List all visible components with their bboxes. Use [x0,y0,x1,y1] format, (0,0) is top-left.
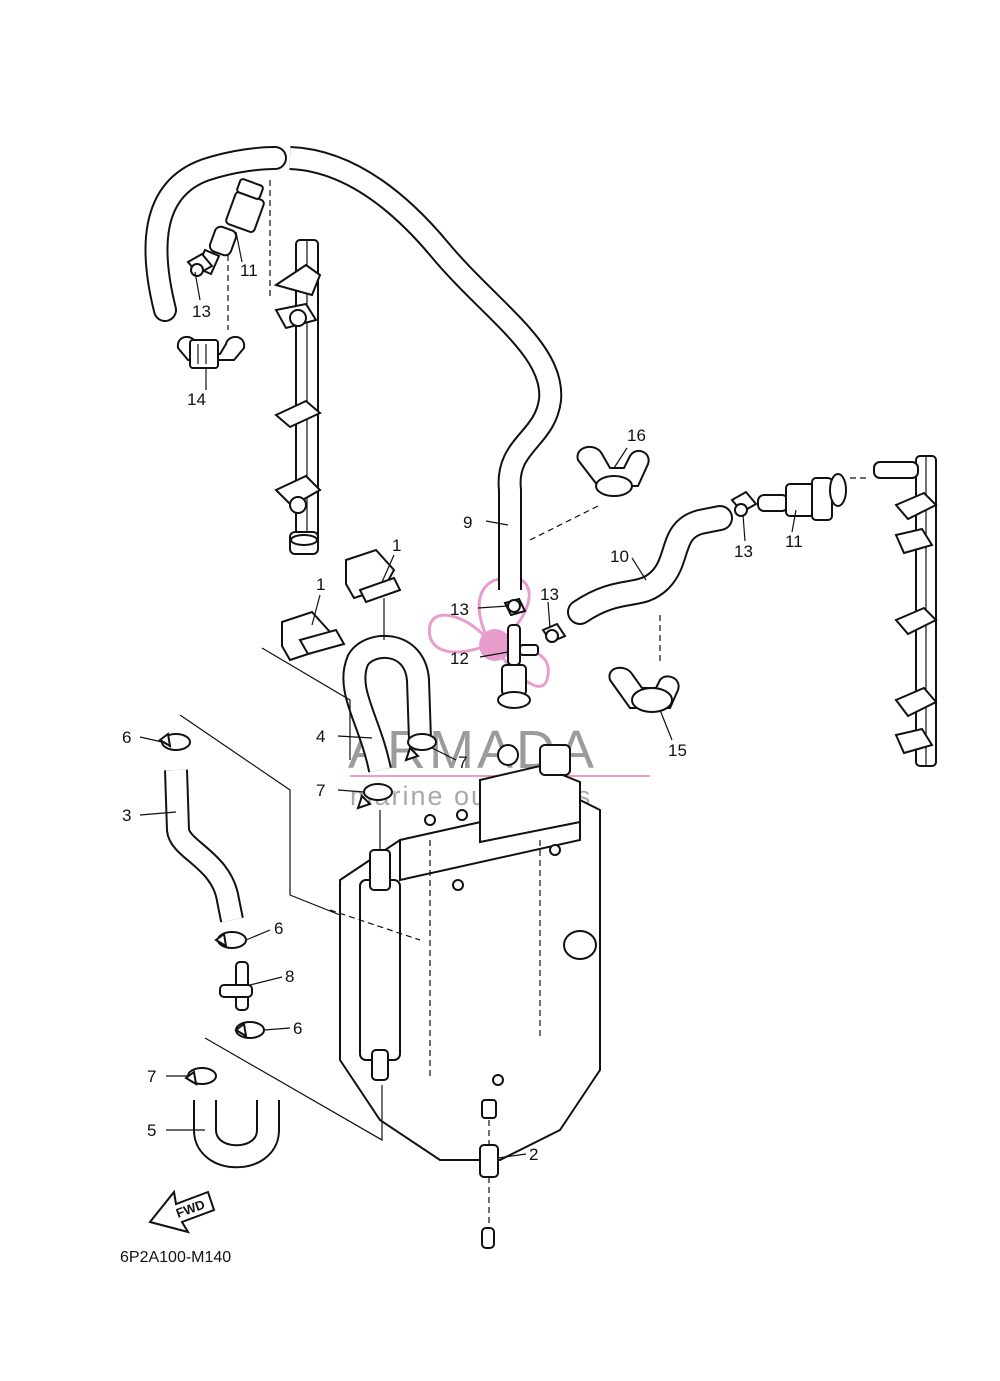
callout-13-top: 13 [192,302,211,321]
callout-12: 12 [450,649,469,668]
callout-14: 14 [187,390,206,409]
hose-holder-15 [608,666,680,713]
callout-8: 8 [285,967,294,986]
propeller-icon [427,576,550,688]
hose-clamp-6-mid [214,931,247,949]
hose-holder-1-upper [345,548,402,604]
diagram-code: 6P2A100-M140 [120,1249,231,1266]
callout-7-mid: 7 [316,781,325,800]
quick-connector-11-top [195,178,265,276]
callout-13-right: 13 [734,542,753,561]
hose-holder-16 [576,445,650,497]
hose-clamp-6-top [158,732,191,751]
joint-8 [219,961,253,1011]
quick-connector-11-right [757,473,847,521]
callout-16: 16 [627,426,646,445]
callout-9: 9 [463,513,472,532]
fwd-arrow-icon: FWD [148,1189,216,1234]
callout-6-low: 6 [293,1019,302,1038]
hose-5 [193,1100,280,1169]
hose-2 [479,1120,499,1249]
hose-clip-13-mid [541,622,567,644]
hose-clamp-7-upper [404,733,437,762]
callout-1-upper: 1 [392,536,401,555]
hose-clip-13-right [730,490,758,517]
hose-clamp-7-mid [356,783,393,810]
hose-10 [567,505,733,625]
callout-11-top: 11 [240,261,258,280]
callout-13-center: 13 [450,600,469,619]
hose-4 [342,635,432,773]
callout-5: 5 [147,1121,156,1140]
callouts: 11 13 14 1 1 9 10 16 13 11 13 13 12 15 6… [122,261,803,1164]
callout-4: 4 [316,727,325,746]
callout-3: 3 [122,806,131,825]
hose-3 [164,769,244,923]
callout-15: 15 [668,741,687,760]
callout-2: 2 [529,1145,538,1164]
callout-10: 10 [610,547,629,566]
callout-6-mid: 6 [274,919,283,938]
hose-holder-14 [176,336,246,369]
fuel-rail-left [273,239,322,555]
callout-7-low: 7 [147,1067,156,1086]
callout-6-top: 6 [122,728,131,747]
callout-1-lower: 1 [316,575,325,594]
fuel-rail-right [873,455,938,767]
hose-clamp-7-low [184,1067,217,1086]
hose-9 [144,146,563,590]
vapor-separator [329,744,601,1161]
callout-leaders [139,231,797,1159]
callout-7-upper: 7 [458,753,467,772]
hose-holder-1-lower [281,610,346,662]
assembly-lines [179,180,870,1142]
joint-12 [497,624,539,709]
hose-clamp-6-low [234,1021,265,1039]
callout-11-right: 11 [785,532,803,551]
hose-clip-13-center [503,597,527,617]
callout-13-mid: 13 [540,585,559,604]
hose-clip-13-top [186,252,214,277]
